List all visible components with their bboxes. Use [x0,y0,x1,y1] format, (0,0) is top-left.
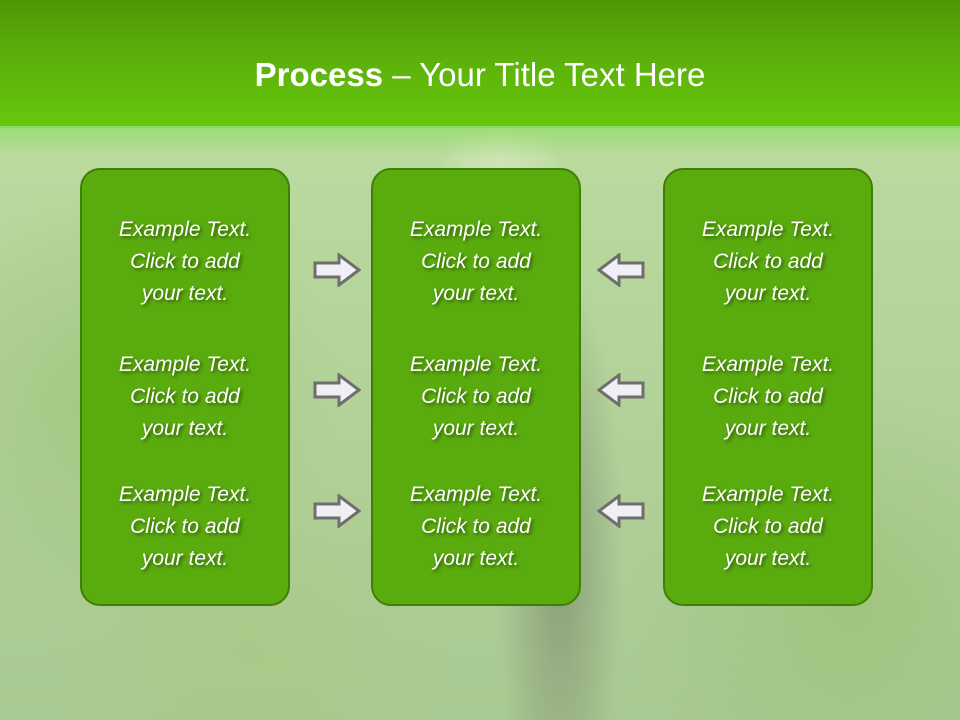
text-block[interactable]: Example Text. Click to add your text. [373,349,579,445]
text-line: Click to add [713,385,823,408]
text-line: Example Text. [701,218,835,241]
text-line: your text. [724,417,812,440]
text-block[interactable]: Example Text. Click to add your text. [665,349,871,445]
text-line: Example Text. [409,353,543,376]
text-block[interactable]: Example Text. Click to add your text. [665,479,871,575]
text-block[interactable]: Example Text. Click to add your text. [665,214,871,310]
text-line: Click to add [421,515,531,538]
text-block[interactable]: Example Text. Click to add your text. [82,479,288,575]
text-block[interactable]: Example Text. Click to add your text. [82,349,288,445]
process-box-center[interactable]: Example Text. Click to add your text. Ex… [371,168,581,606]
right-arrow-icon[interactable] [313,494,361,528]
text-line: Click to add [130,385,240,408]
text-line: Click to add [421,385,531,408]
text-line: Example Text. [701,353,835,376]
banner-fade [0,126,960,156]
title-bold: Process [254,56,384,93]
title-banner [0,0,960,128]
text-line: Example Text. [118,483,252,506]
text-line: Example Text. [118,353,252,376]
text-line: Example Text. [701,483,835,506]
text-line: Click to add [421,250,531,273]
text-line: your text. [141,417,229,440]
text-line: Example Text. [409,218,543,241]
text-line: Click to add [130,515,240,538]
text-block[interactable]: Example Text. Click to add your text. [373,214,579,310]
text-line: your text. [141,547,229,570]
text-block[interactable]: Example Text. Click to add your text. [82,214,288,310]
right-arrow-icon[interactable] [313,253,361,287]
left-arrow-icon[interactable] [597,253,645,287]
text-line: your text. [432,282,520,305]
text-line: your text. [432,417,520,440]
right-arrow-icon[interactable] [313,373,361,407]
text-line: Example Text. [409,483,543,506]
text-block[interactable]: Example Text. Click to add your text. [373,479,579,575]
title-rest: – Your Title Text Here [383,56,706,93]
slide-title[interactable]: Process – Your Title Text Here [0,52,960,98]
text-line: Example Text. [118,218,252,241]
text-line: your text. [724,282,812,305]
left-arrow-icon[interactable] [597,494,645,528]
text-line: Click to add [713,515,823,538]
left-arrow-icon[interactable] [597,373,645,407]
text-line: Click to add [713,250,823,273]
process-box-right[interactable]: Example Text. Click to add your text. Ex… [663,168,873,606]
text-line: Click to add [130,250,240,273]
text-line: your text. [432,547,520,570]
text-line: your text. [724,547,812,570]
text-line: your text. [141,282,229,305]
process-box-left[interactable]: Example Text. Click to add your text. Ex… [80,168,290,606]
